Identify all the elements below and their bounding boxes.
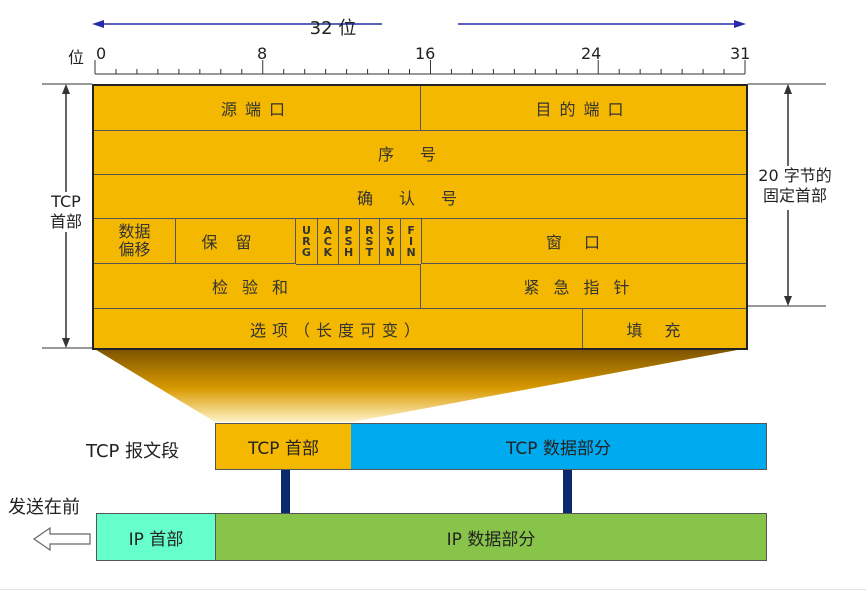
tcp-segment-header: TCP 首部 bbox=[215, 423, 352, 470]
flag-letter: T bbox=[365, 246, 374, 259]
send-first-label: 发送在前 bbox=[8, 497, 80, 518]
flag-letter: R bbox=[365, 224, 374, 237]
field-urgent-pointer: 紧急指针 bbox=[421, 264, 746, 309]
tcp-segment-label: TCP 报文段 bbox=[86, 441, 180, 462]
field-padding: 填充 bbox=[626, 320, 703, 340]
flag-letter: Y bbox=[386, 235, 395, 248]
fixed-header-label: 20 字节的固定首部 bbox=[750, 166, 840, 206]
bit-tick-0: 0 bbox=[96, 44, 107, 63]
bit-tick-8: 8 bbox=[257, 44, 268, 63]
flag-letter: K bbox=[323, 246, 332, 259]
field-reserved: 保留 bbox=[176, 219, 296, 264]
bottom-divider bbox=[0, 589, 866, 590]
bit-ruler bbox=[94, 60, 746, 75]
flag-letter: H bbox=[343, 246, 354, 259]
expand-trapezoid bbox=[93, 348, 748, 422]
field-source-port: 源端口 bbox=[94, 86, 421, 131]
flag-letter: P bbox=[344, 224, 353, 237]
flag-letter: U bbox=[301, 224, 311, 237]
flag-letter: S bbox=[344, 235, 353, 248]
tcp-segment-data: TCP 数据部分 bbox=[351, 423, 767, 470]
bit-tick-24: 24 bbox=[581, 44, 602, 63]
flag-letter: N bbox=[406, 246, 416, 259]
ip-header: IP 首部 bbox=[96, 513, 216, 561]
ip-data: IP 数据部分 bbox=[215, 513, 767, 561]
field-options: 选项（长度可变） bbox=[94, 309, 583, 348]
field-window: 窗口 bbox=[421, 219, 746, 264]
field-data-offset: 数据偏移 bbox=[94, 219, 176, 264]
bit-label: 位 bbox=[68, 48, 85, 67]
flag-letter: A bbox=[323, 224, 332, 237]
flag-letter: F bbox=[407, 224, 415, 237]
flag-letter: G bbox=[301, 246, 311, 259]
flag-letter: R bbox=[302, 235, 311, 248]
field-dest-port: 目的端口 bbox=[421, 86, 746, 131]
field-checksum: 检验和 bbox=[94, 264, 421, 309]
bit-tick-31: 31 bbox=[730, 44, 751, 63]
width-arrow bbox=[92, 20, 746, 28]
flag-letter: C bbox=[323, 235, 332, 248]
field-sequence-number: 序号 bbox=[94, 131, 746, 175]
flag-letter: I bbox=[409, 235, 414, 248]
send-direction-arrow bbox=[32, 526, 91, 552]
field-ack-number: 确认号 bbox=[94, 175, 746, 219]
flag-letter: S bbox=[386, 224, 395, 237]
flag-letter: S bbox=[365, 235, 374, 248]
width-label: 32 位 bbox=[309, 18, 357, 39]
bit-tick-16: 16 bbox=[415, 44, 436, 63]
flag-letter: N bbox=[385, 246, 395, 259]
